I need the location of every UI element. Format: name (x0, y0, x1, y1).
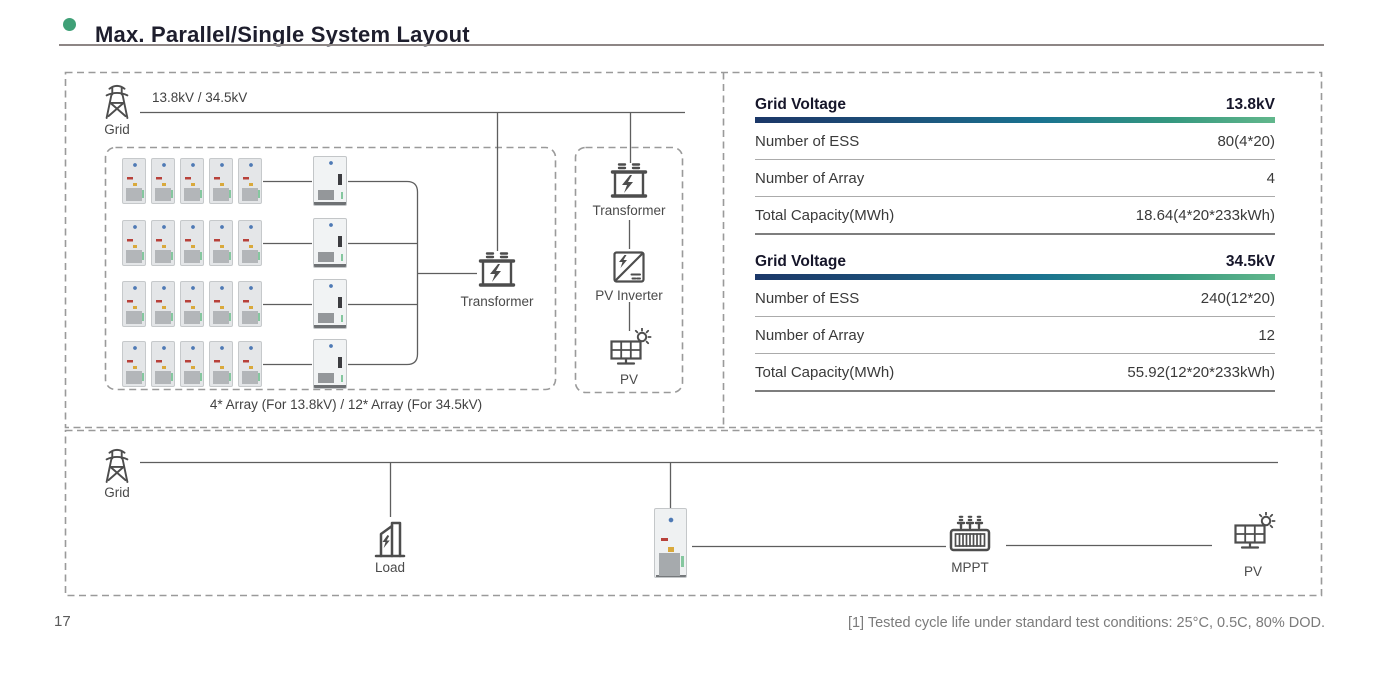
battery-array (122, 158, 264, 390)
row-value: 240(12*20) (1200, 289, 1275, 307)
battery-cabinet (180, 220, 204, 266)
row-label: Number of Array (755, 169, 865, 187)
grid-label-bottom: Grid (104, 485, 130, 500)
transformer-icon-main (477, 250, 517, 290)
row-label: Total Capacity(MWh) (755, 363, 895, 381)
battery-cabinet (151, 220, 175, 266)
battery-row (122, 220, 262, 266)
transformer-icon-pv (609, 161, 649, 201)
footnote: [1] Tested cycle life under standard tes… (847, 615, 1325, 631)
battery-cabinet (122, 220, 146, 266)
battery-cabinet (238, 341, 262, 387)
battery-cabinet (209, 158, 233, 204)
battery-row (122, 158, 262, 204)
pv-panel-icon-bottom (1230, 512, 1276, 554)
pv-label-bottom: PV (1243, 564, 1262, 579)
table-header-value: 13.8kV (1225, 96, 1275, 113)
spec-table-13-8kv: Grid Voltage 13.8kV Number of ESS 80(4*2… (755, 90, 1275, 235)
table-row: Number of ESS 240(12*20) (755, 280, 1275, 317)
table-row: Total Capacity(MWh) 55.92(12*20*233kWh) (755, 354, 1275, 392)
table-header-label: Grid Voltage (755, 96, 847, 113)
battery-cabinet (122, 158, 146, 204)
transformer-label-pv: Transformer (592, 203, 666, 218)
pv-label-top: PV (619, 372, 638, 387)
spec-table-34-5kv: Grid Voltage 34.5kV Number of ESS 240(12… (755, 247, 1275, 392)
pcs-cabinet (313, 339, 347, 389)
battery-cabinet (209, 341, 233, 387)
pv-panel-icon-top (606, 328, 652, 370)
pcs-column (313, 156, 347, 390)
table-header-value: 34.5kV (1225, 253, 1275, 270)
battery-cabinet (238, 158, 262, 204)
battery-cabinet (209, 281, 233, 327)
array-caption: 4* Array (For 13.8kV) / 12* Array (For 3… (209, 397, 483, 412)
table-row: Number of Array 12 (755, 317, 1275, 354)
row-label: Number of Array (755, 326, 865, 344)
table-header-label: Grid Voltage (755, 253, 847, 270)
battery-cabinet (180, 158, 204, 204)
battery-row (122, 281, 262, 327)
grid-tower-icon-bottom (100, 446, 134, 484)
pcs-cabinet (313, 218, 347, 268)
spec-tables: Grid Voltage 13.8kV Number of ESS 80(4*2… (755, 90, 1275, 392)
row-value: 80(4*20) (1217, 132, 1275, 150)
battery-cabinet (151, 158, 175, 204)
load-label: Load (374, 560, 406, 575)
transformer-label-main: Transformer (460, 294, 534, 309)
battery-cabinet (122, 341, 146, 387)
table-row: Total Capacity(MWh) 18.64(4*20*233kWh) (755, 197, 1275, 235)
gradient-bar (755, 117, 1275, 123)
load-icon (370, 516, 410, 558)
row-value: 18.64(4*20*233kWh) (1135, 206, 1275, 224)
page-title: Max. Parallel/Single System Layout (95, 21, 470, 47)
grid-label-top: Grid (104, 122, 130, 137)
battery-cabinet (151, 341, 175, 387)
table-row: Number of Array 4 (755, 160, 1275, 197)
gradient-bar (755, 274, 1275, 280)
battery-cabinet (238, 220, 262, 266)
pcs-cabinet (313, 156, 347, 206)
ess-cabinet (654, 508, 687, 578)
mppt-icon (947, 514, 993, 554)
table-row: Number of ESS 80(4*20) (755, 123, 1275, 160)
grid-voltage-label: 13.8kV / 34.5kV (152, 90, 248, 105)
row-value: 55.92(12*20*233kWh) (1127, 363, 1275, 381)
row-label: Total Capacity(MWh) (755, 206, 895, 224)
battery-cabinet (238, 281, 262, 327)
battery-cabinet (180, 341, 204, 387)
pv-inverter-label: PV Inverter (595, 288, 663, 303)
battery-cabinet (151, 281, 175, 327)
battery-cabinet (209, 220, 233, 266)
title-bullet-icon (63, 18, 76, 31)
battery-row (122, 341, 262, 387)
grid-tower-icon (100, 82, 134, 120)
pcs-cabinet (313, 279, 347, 329)
row-value: 4 (1266, 169, 1275, 187)
battery-cabinet (122, 281, 146, 327)
row-label: Number of ESS (755, 289, 860, 307)
mppt-label: MPPT (951, 560, 989, 575)
title-rule (59, 44, 1324, 46)
row-label: Number of ESS (755, 132, 860, 150)
pv-inverter-icon (611, 249, 647, 285)
page-number: 17 (54, 613, 71, 630)
row-value: 12 (1258, 326, 1275, 344)
battery-cabinet (180, 281, 204, 327)
